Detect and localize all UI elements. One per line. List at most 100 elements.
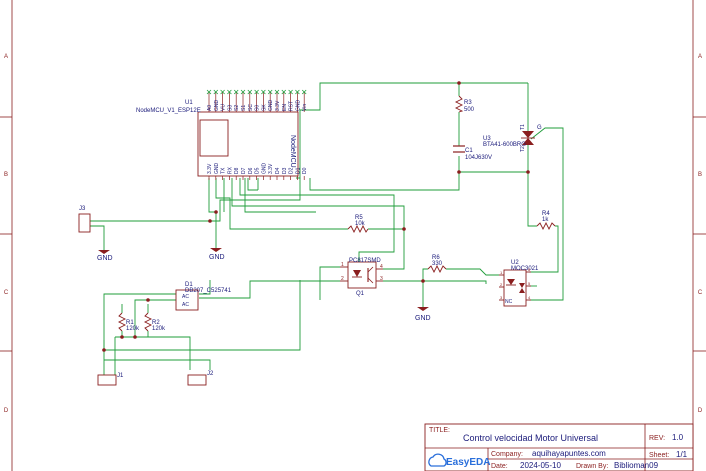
junctions	[102, 81, 530, 352]
c1-value: 104J630V	[465, 155, 492, 161]
u2-nc: NC	[505, 299, 513, 305]
row-label-d-left: D	[4, 408, 9, 414]
u2-moc3021[interactable]: U2 MOC3021 NC 1 2 3 4 5 6	[499, 260, 539, 307]
u2-pin-6: 6	[528, 267, 531, 272]
title-text: Control velocidad Motor Universal	[463, 433, 598, 443]
row-label-d-right: D	[698, 408, 703, 414]
d1-value: DB207_C525741	[185, 288, 232, 294]
c1-capacitor[interactable]: C1 104J630V	[453, 145, 492, 161]
r5-resistor[interactable]: R5 10k	[347, 215, 369, 234]
u1-bottom-pin-label: D8	[234, 167, 240, 174]
q1-ref: Q1	[356, 291, 365, 297]
u3-pin-g: G	[537, 125, 542, 131]
row-label-c-right: C	[698, 290, 703, 296]
sheet-label: Sheet:	[649, 452, 669, 459]
no-connect-icon	[288, 89, 293, 95]
gnd-label-3: GND	[415, 315, 431, 322]
u1-bottom-pin-label: D7	[241, 167, 247, 174]
u3-ref: U3	[483, 136, 491, 142]
no-connect-icon	[240, 89, 246, 95]
j1-ref: J1	[117, 373, 124, 379]
r6-resistor[interactable]: R6 330	[427, 255, 447, 274]
gnd-symbol-2: GND	[209, 248, 225, 261]
r2-value: 120k	[152, 326, 166, 332]
u1-top-pin-label: VU	[221, 104, 227, 111]
drawn-by-label: Drawn By:	[576, 463, 608, 470]
rev-label: REV:	[649, 435, 665, 442]
u1-bottom-pin-label: GND	[261, 163, 267, 175]
d1-ac2: AC	[182, 302, 189, 308]
r1-ref: R1	[126, 320, 134, 326]
u1-top-pin-label: SK	[261, 104, 267, 111]
d1-ref: D1	[185, 282, 193, 288]
u2-pin-2: 2	[500, 282, 503, 287]
r3-value: 500	[464, 107, 475, 113]
r4-ref: R4	[542, 211, 550, 217]
q1-pin-2: 2	[341, 276, 344, 282]
u1-body-text: NodeMCU	[289, 135, 296, 168]
gnd-label-2: GND	[209, 254, 225, 261]
no-connect-icon	[247, 89, 253, 95]
r3-resistor[interactable]: R3 500	[454, 95, 475, 113]
u3-pin-t2: T2	[520, 146, 526, 152]
u1-top-pin-label: GND	[214, 100, 220, 112]
no-connect-icon	[295, 89, 300, 95]
u1-bottom-pin-label: 3.3V	[207, 163, 213, 174]
no-connect-icon	[274, 89, 280, 95]
u1-bottom-pin-label: D0	[302, 167, 308, 174]
row-label-b-right: B	[698, 172, 702, 178]
r4-value: 1k	[542, 217, 549, 223]
q1-pc817[interactable]: PC817SMD Q1 1 2 3 4	[340, 258, 383, 297]
j2-connector[interactable]: J2	[187, 371, 214, 386]
rev-value: 1.0	[672, 433, 684, 442]
u2-pin-1: 1	[500, 270, 503, 275]
j3-connector[interactable]: J3	[78, 206, 91, 233]
wires	[90, 82, 564, 375]
no-connect-icon	[213, 89, 219, 95]
d1-bridge-rectifier[interactable]: AC AC D1 DB207_C525741	[175, 282, 232, 311]
r2-resistor[interactable]: R2 120k	[143, 312, 166, 332]
u2-value: MOC3021	[511, 266, 539, 272]
u1-bottom-pin-label: TX	[221, 167, 227, 174]
c1-ref: C1	[465, 148, 473, 154]
date-value: 2024-05-10	[520, 461, 561, 470]
no-connect-icon	[281, 89, 287, 95]
row-label-c-left: C	[4, 290, 9, 296]
r3-ref: R3	[464, 100, 472, 106]
u1-value: NodeMCU_V1_ESP12E	[136, 108, 201, 114]
u1-ref: U1	[185, 100, 193, 106]
u1-top-pin-label: S2	[234, 105, 240, 111]
r1-resistor[interactable]: R1 120k	[117, 312, 140, 332]
u1-bottom-pin-label: RX	[227, 166, 233, 174]
u1-top-pin-label: RST	[289, 101, 295, 111]
r4-resistor[interactable]: R4 1k	[536, 211, 556, 231]
title-block: TITLE: Control velocidad Motor Universal…	[424, 423, 694, 471]
u2-ref: U2	[511, 260, 519, 266]
company-label: Company:	[491, 451, 523, 458]
r5-value: 10k	[355, 221, 366, 227]
no-connect-icon	[206, 89, 212, 95]
u1-top-pin-label: Vin	[302, 104, 308, 111]
r2-ref: R2	[152, 320, 160, 326]
row-label-a-right: A	[698, 54, 702, 60]
d1-ac1: AC	[182, 294, 189, 300]
gnd-symbol-3: GND	[415, 307, 431, 322]
u1-bottom-pin-label: D2	[289, 167, 295, 174]
easyeda-logo-text: EasyEDA	[446, 457, 490, 468]
u1-top-pin-label: S0	[255, 105, 261, 111]
u3-triac[interactable]: U3 BTA41-600BRG T1 T2 G	[483, 124, 542, 152]
easyeda-logo: EasyEDA	[428, 453, 490, 468]
r5-ref: R5	[355, 215, 363, 221]
title-label: TITLE:	[429, 427, 450, 434]
u1-bottom-pin-label: D3	[282, 167, 288, 174]
j1-connector[interactable]: J1	[97, 373, 124, 386]
u1-top-pin-label: 3.3V	[275, 100, 281, 111]
u1-bottom-pin-label: 3.3V	[268, 163, 274, 174]
r6-value: 330	[432, 261, 443, 267]
no-connect-icon	[267, 89, 273, 95]
